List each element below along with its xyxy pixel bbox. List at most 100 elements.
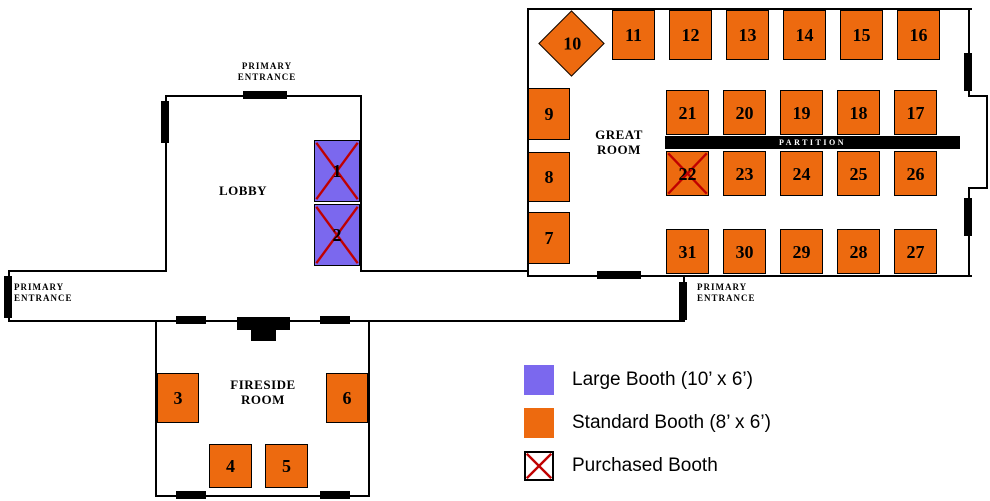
purchased-x-icon <box>667 152 708 195</box>
booth-22[interactable]: 22 <box>666 151 709 196</box>
partition-label: PARTITION <box>779 138 846 147</box>
door-mark-fireside-top-right <box>320 316 350 324</box>
legend-item-purchased: Purchased Booth <box>524 451 771 481</box>
booth-18[interactable]: 18 <box>837 90 880 135</box>
door-mark-fireside-bottom-left <box>176 491 206 499</box>
booth-30[interactable]: 30 <box>723 229 766 274</box>
booth-4[interactable]: 4 <box>209 444 252 488</box>
door-mark-greatroom-bottom <box>597 271 641 279</box>
purchased-booth-swatch-icon <box>524 451 554 481</box>
booth-31[interactable]: 31 <box>666 229 709 274</box>
door-mark-corridor-left <box>4 276 12 318</box>
booth-number: 22 <box>678 163 697 184</box>
booth-number: 8 <box>544 167 554 187</box>
booth-15[interactable]: 15 <box>840 10 883 60</box>
booth-10[interactable]: 10 <box>538 10 605 77</box>
door-mark-greatroom-right-bottom <box>964 198 972 236</box>
wall-greatroom-top <box>527 8 972 10</box>
booth-1[interactable]: 1 <box>314 140 360 202</box>
purchased-x-icon <box>315 205 359 265</box>
booth-number: 30 <box>735 241 754 262</box>
legend-label-standard: Standard Booth (8’ x 6’) <box>572 412 771 433</box>
booth-19[interactable]: 19 <box>780 90 823 135</box>
primary-entrance-label-east: PRIMARY ENTRANCE <box>697 282 756 304</box>
booth-16[interactable]: 16 <box>897 10 940 60</box>
double-door-symbol <box>237 317 290 330</box>
booth-number: 2 <box>332 225 342 245</box>
booth-number: 6 <box>342 388 352 408</box>
legend-label-large: Large Booth (10’ x 6’) <box>572 369 753 390</box>
fireside-room-label: FIRESIDE ROOM <box>230 377 296 408</box>
booth-11[interactable]: 11 <box>612 10 655 60</box>
booth-14[interactable]: 14 <box>783 10 826 60</box>
booth-24[interactable]: 24 <box>780 151 823 196</box>
legend-item-large: Large Booth (10’ x 6’) <box>524 365 771 395</box>
primary-entrance-label-west: PRIMARY ENTRANCE <box>14 282 73 304</box>
booth-8[interactable]: 8 <box>528 152 570 202</box>
booth-7[interactable]: 7 <box>528 212 570 264</box>
legend-label-purchased: Purchased Booth <box>572 455 718 476</box>
lobby-label: LOBBY <box>218 183 267 198</box>
door-mark-greatroom-right-top <box>964 53 972 91</box>
door-mark-lobby-left <box>161 101 169 143</box>
purchased-x-icon <box>526 453 552 479</box>
booth-28[interactable]: 28 <box>837 229 880 274</box>
booth-17[interactable]: 17 <box>894 90 937 135</box>
purchased-x-icon <box>315 141 359 201</box>
booth-number: 21 <box>678 102 697 123</box>
booth-21[interactable]: 21 <box>666 90 709 135</box>
booth-25[interactable]: 25 <box>837 151 880 196</box>
wall-fireside-right <box>368 320 370 497</box>
booth-number: 17 <box>906 102 925 123</box>
booth-number: 9 <box>544 104 554 124</box>
door-mark-corridor-right <box>679 282 687 320</box>
booth-2[interactable]: 2 <box>314 204 360 266</box>
wall-fireside-left <box>155 320 157 497</box>
standard-booth-swatch-icon <box>524 408 554 438</box>
wall-greatroom-bottom <box>527 275 972 277</box>
wall-corridor-top-left <box>8 270 167 272</box>
booth-12[interactable]: 12 <box>669 10 712 60</box>
booth-number: 28 <box>849 241 868 262</box>
booth-number: 13 <box>738 25 757 45</box>
booth-3[interactable]: 3 <box>157 373 199 423</box>
booth-number: 18 <box>849 102 868 123</box>
booth-number: 23 <box>735 163 754 184</box>
door-mark-fireside-top-left <box>176 316 206 324</box>
wall-fireside-bottom <box>155 495 370 497</box>
booth-number: 24 <box>792 163 811 184</box>
wall-greatroom-bump-top <box>968 95 988 97</box>
wall-corridor-top-right <box>360 270 529 272</box>
booth-23[interactable]: 23 <box>723 151 766 196</box>
booth-27[interactable]: 27 <box>894 229 937 274</box>
primary-entrance-label-lobby: PRIMARY ENTRANCE <box>237 61 297 83</box>
booth-number: 5 <box>282 456 291 476</box>
wall-greatroom-bump-right <box>986 95 988 189</box>
great-room-label: GREAT ROOM <box>595 127 643 158</box>
booth-29[interactable]: 29 <box>780 229 823 274</box>
booth-26[interactable]: 26 <box>894 151 937 196</box>
booth-number: 4 <box>226 456 235 476</box>
booth-number: 25 <box>849 163 868 184</box>
booth-number: 12 <box>681 25 700 45</box>
booth-number: 11 <box>624 25 642 45</box>
legend: Large Booth (10’ x 6’) Standard Booth (8… <box>524 365 771 494</box>
booth-number: 19 <box>792 102 811 123</box>
booth-9[interactable]: 9 <box>528 88 570 140</box>
double-door-symbol-stub <box>251 330 276 341</box>
booth-number: 16 <box>909 25 928 45</box>
booth-number: 27 <box>906 241 925 262</box>
booth-20[interactable]: 20 <box>723 90 766 135</box>
booth-number: 15 <box>852 25 871 45</box>
large-booth-swatch-icon <box>524 365 554 395</box>
wall-lobby-left <box>165 95 167 272</box>
wall-lobby-right <box>360 95 362 272</box>
booth-13[interactable]: 13 <box>726 10 769 60</box>
wall-greatroom-left <box>527 8 529 277</box>
legend-item-standard: Standard Booth (8’ x 6’) <box>524 408 771 438</box>
booth-number: 7 <box>544 228 554 248</box>
booth-6[interactable]: 6 <box>326 373 368 423</box>
booth-5[interactable]: 5 <box>265 444 308 488</box>
